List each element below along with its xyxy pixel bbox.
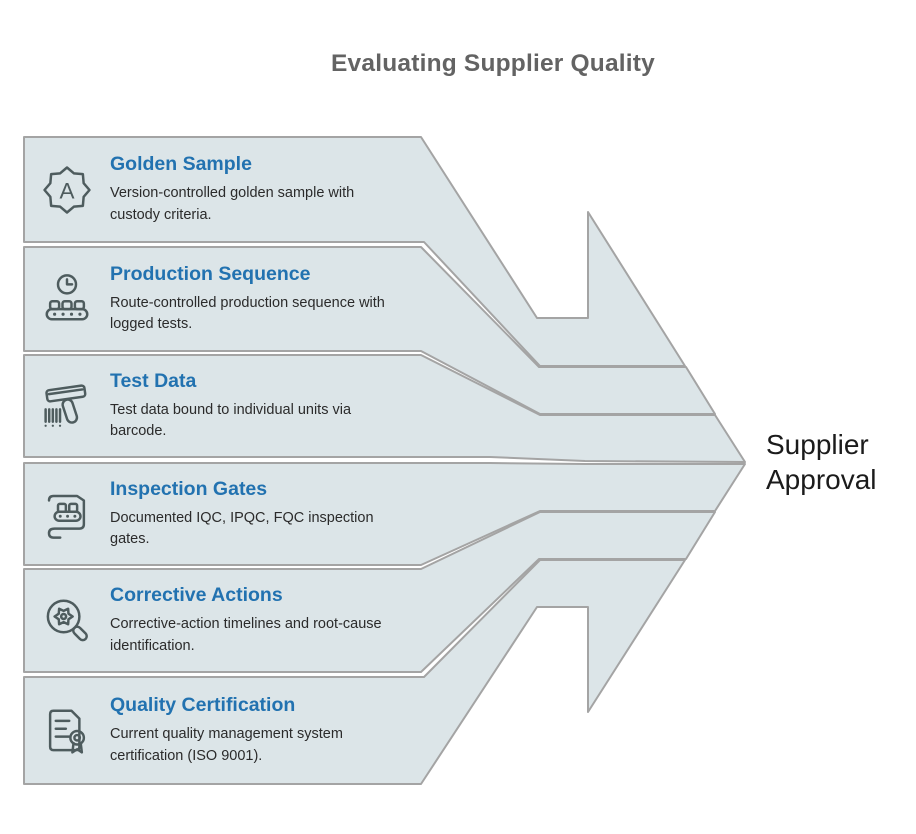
step-quality-certification: Quality Certification Current quality ma… [40,677,412,784]
step-heading: Quality Certification [110,694,296,717]
step-heading: Test Data [110,369,197,392]
step-inspection-gates: Inspection Gates Documented IQC, IPQC, F… [40,463,412,565]
step-golden-sample: A Golden Sample Version-controlled golde… [40,137,412,242]
step-description: Version-controlled golden sample with cu… [110,185,355,223]
band-shape-3 [23,354,746,463]
svg-text:A: A [59,178,74,203]
step-text: Inspection Gates Documented IQC, IPQC, F… [110,478,412,550]
step-text: Golden Sample Version-controlled golden … [110,153,412,225]
result-label: Supplier Approval [766,429,877,496]
barcode-scanner-icon [40,379,94,433]
step-test-data: Test Data Test data bound to individual … [40,355,412,457]
step-heading: Production Sequence [110,262,311,285]
step-corrective-actions: Corrective Actions Corrective-action tim… [40,569,412,672]
step-text: Production Sequence Route-controlled pro… [110,263,412,335]
step-text: Corrective Actions Corrective-action tim… [110,584,412,656]
step-heading: Inspection Gates [110,477,268,500]
step-text: Quality Certification Current quality ma… [110,694,412,766]
step-production-sequence: Production Sequence Route-controlled pro… [40,247,412,351]
band-shape-1 [23,136,686,367]
step-description: Route-controlled production sequence wit… [110,294,385,332]
step-description: Corrective-action timelines and root-cau… [110,616,382,654]
magnifier-gear-icon [40,594,94,648]
step-description: Documented IQC, IPQC, FQC inspection gat… [110,509,374,547]
step-description: Current quality management system certif… [110,726,343,764]
conveyor-clock-icon [40,272,94,326]
step-text: Test Data Test data bound to individual … [110,370,412,442]
band-shape-5 [23,511,716,673]
inspection-plan-icon [40,487,94,541]
diagram-title: Evaluating Supplier Quality [331,50,655,77]
band-shape-6 [23,559,686,785]
certification-seal-icon: A [40,163,94,217]
step-heading: Golden Sample [110,153,252,176]
step-description: Test data bound to individual units via … [110,401,352,439]
step-heading: Corrective Actions [110,584,283,607]
certificate-ribbon-icon [40,704,94,758]
